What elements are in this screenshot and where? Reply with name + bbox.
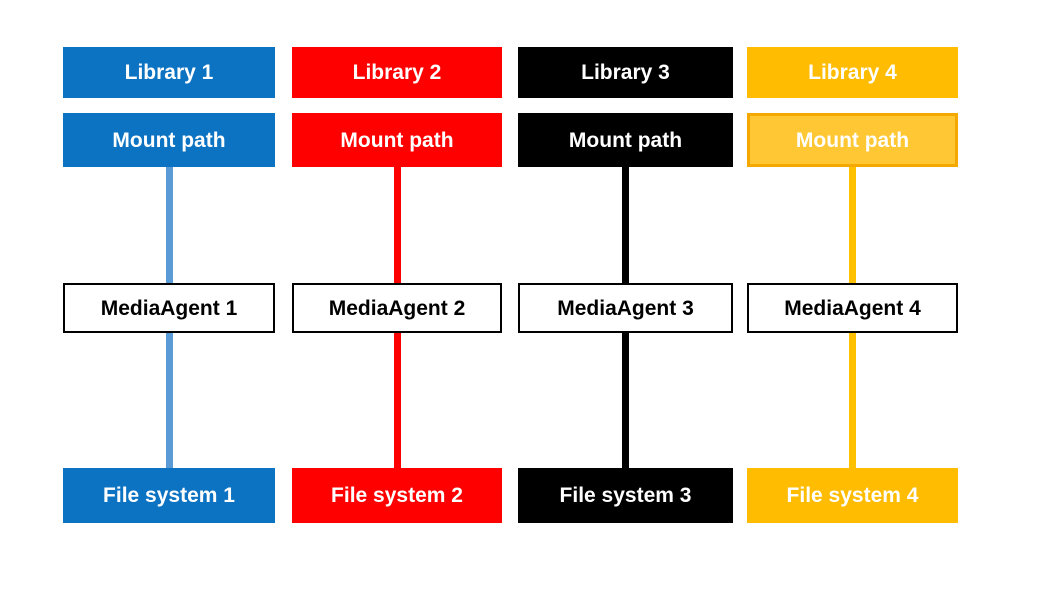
column-library-4: Library 4 Mount path MediaAgent 4 File s… (747, 47, 958, 523)
mount-path-box-2: Mount path (292, 113, 502, 167)
media-agent-box-4: MediaAgent 4 (747, 283, 958, 333)
mount-path-box-1: Mount path (63, 113, 275, 167)
column-library-2: Library 2 Mount path MediaAgent 2 File s… (292, 47, 502, 523)
mount-path-box-3: Mount path (518, 113, 733, 167)
library-box-3: Library 3 (518, 47, 733, 98)
file-system-box-3: File system 3 (518, 468, 733, 523)
column-library-3: Library 3 Mount path MediaAgent 3 File s… (518, 47, 733, 523)
library-box-1: Library 1 (63, 47, 275, 98)
library-box-4: Library 4 (747, 47, 958, 98)
media-agent-box-2: MediaAgent 2 (292, 283, 502, 333)
file-system-box-1: File system 1 (63, 468, 275, 523)
library-box-2: Library 2 (292, 47, 502, 98)
mount-path-box-4: Mount path (747, 113, 958, 167)
media-agent-box-3: MediaAgent 3 (518, 283, 733, 333)
file-system-box-4: File system 4 (747, 468, 958, 523)
file-system-box-2: File system 2 (292, 468, 502, 523)
column-library-1: Library 1 Mount path MediaAgent 1 File s… (63, 47, 275, 523)
media-agent-box-1: MediaAgent 1 (63, 283, 275, 333)
